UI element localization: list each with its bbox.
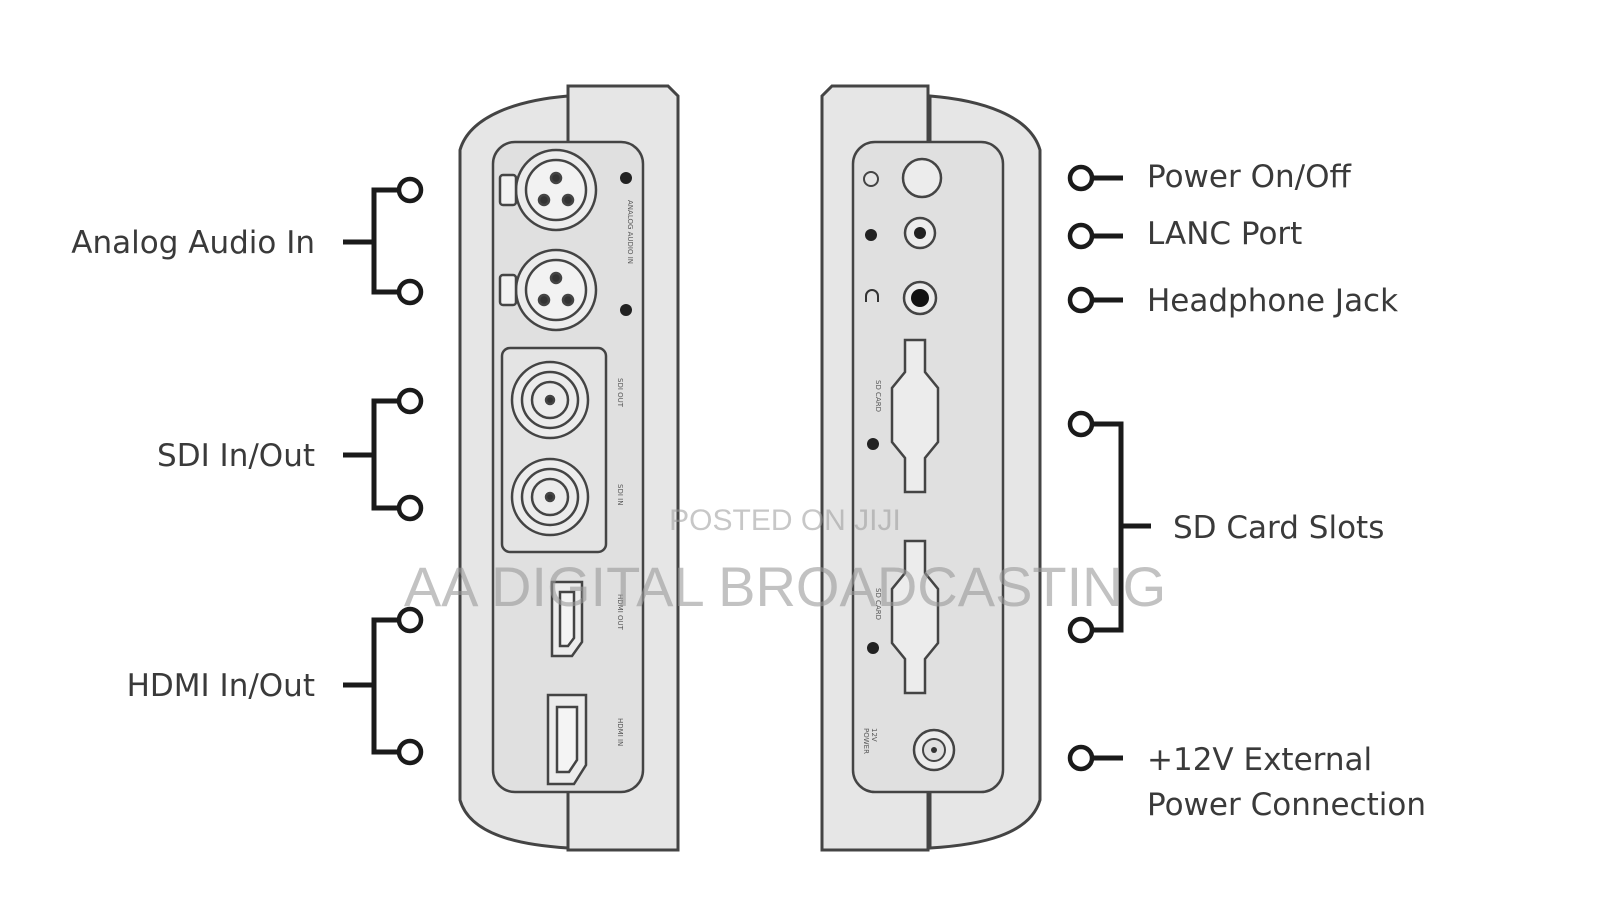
lanc-port	[903, 216, 937, 250]
label-lanc-port: LANC Port	[1147, 216, 1302, 252]
sd-card-slot-1	[890, 338, 940, 494]
marking-sd-card-1: SD CARD	[874, 380, 882, 412]
marking-sd-card-2: SD CARD	[874, 588, 882, 620]
dc-power-connector	[912, 728, 956, 772]
power-button	[901, 157, 943, 199]
power-indicator-icon	[863, 171, 879, 187]
label-sd-card-slots: SD Card Slots	[1173, 510, 1384, 546]
left-callout-endpoints	[396, 176, 424, 766]
label-hdmi-in-out: HDMI In/Out	[127, 668, 315, 704]
label-external-power-line1: +12V External	[1147, 742, 1372, 778]
sd-card-indicator-dot	[867, 642, 879, 654]
headphone-jack	[902, 280, 938, 316]
headphone-icon	[865, 289, 879, 302]
marking-hdmi-in: HDMI IN	[616, 718, 624, 746]
label-sdi-in-out: SDI In/Out	[157, 438, 315, 474]
hdmi-in-port	[546, 693, 588, 786]
watermark-line2: AA DIGITAL BROADCASTING	[404, 555, 1166, 618]
label-analog-audio-in: Analog Audio In	[71, 225, 315, 261]
right-callout-lines	[1093, 175, 1151, 761]
right-callout-endpoints	[1067, 164, 1095, 772]
marking-12v: 12V	[870, 728, 878, 742]
lanc-icon	[865, 229, 877, 241]
watermark-line1: POSTED ON JIJI	[669, 504, 901, 537]
audio-indicator-dot	[620, 304, 632, 316]
xlr-connector-bottom	[498, 248, 598, 332]
sd-card-slot-2	[890, 539, 940, 695]
sdi-in-bnc-connector	[510, 457, 590, 537]
marking-power: POWER	[862, 728, 870, 754]
sd-card-indicator-dot	[867, 438, 879, 450]
audio-indicator-dot	[620, 172, 632, 184]
right-device-side-panel	[820, 84, 1042, 852]
left-callout-lines	[343, 187, 398, 755]
label-power-on-off: Power On/Off	[1147, 159, 1351, 195]
marking-sdi-in: SDI IN	[616, 484, 624, 505]
marking-sdi-out: SDI OUT	[616, 378, 624, 408]
hdmi-out-port	[550, 580, 584, 658]
marking-hdmi-out: HDMI OUT	[616, 594, 624, 631]
label-external-power-line2: Power Connection	[1147, 787, 1426, 823]
sdi-out-bnc-connector	[510, 360, 590, 440]
label-headphone-jack: Headphone Jack	[1147, 283, 1398, 319]
xlr-connector-top	[498, 148, 598, 232]
marking-analog-audio-in: ANALOG AUDIO IN	[626, 200, 634, 264]
